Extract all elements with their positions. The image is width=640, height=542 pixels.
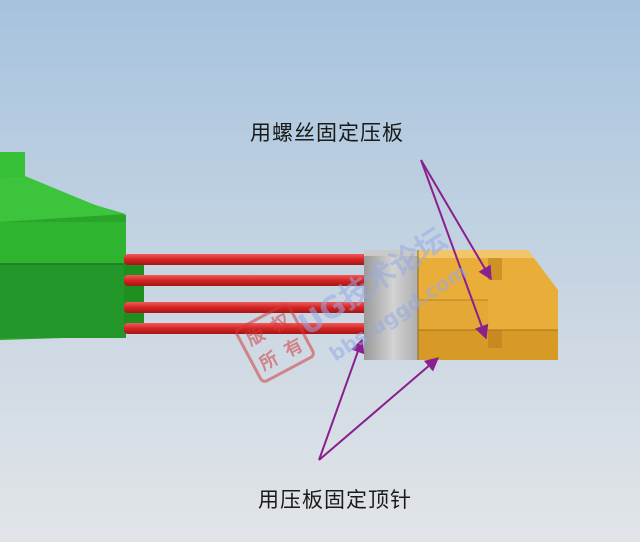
- pressure-plate: [364, 250, 558, 360]
- ejector-pins: [124, 254, 374, 334]
- arrow-bottom-1: [318, 338, 365, 461]
- arrow-bottom-2: [318, 357, 440, 461]
- arrow-top-2: [420, 159, 489, 340]
- annotation-arrows: [318, 159, 492, 461]
- green-holder: [0, 152, 144, 340]
- label-plate-pins: 用压板固定顶针: [258, 488, 412, 512]
- label-screw-plate: 用螺丝固定压板: [250, 121, 404, 145]
- arrow-top-1: [420, 159, 492, 281]
